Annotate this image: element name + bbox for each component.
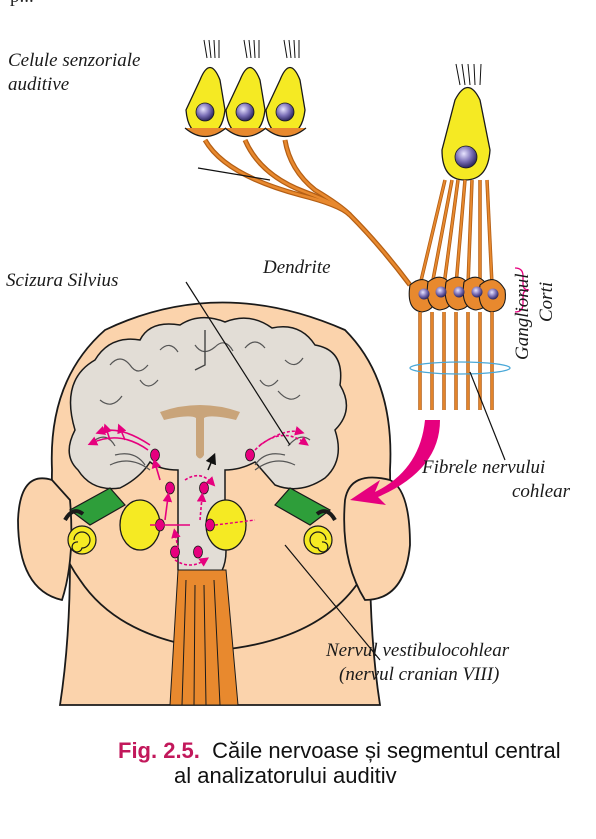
sensory-cells-group xyxy=(185,40,410,285)
label-celule-line2: auditive xyxy=(8,74,69,96)
spinal-cord-fibers xyxy=(170,570,238,705)
caption-line1: Căile nervoase și segmentul central xyxy=(212,738,561,763)
ganglion-cells xyxy=(409,277,505,312)
fibrele-leader xyxy=(470,372,505,460)
hair-cell-1 xyxy=(185,40,226,137)
label-ganglion-line2: Corti xyxy=(536,282,558,322)
left-ear xyxy=(18,478,71,600)
ganglion-fibers xyxy=(420,180,492,285)
label-nervul-line1: Nervul vestibulocohlear xyxy=(326,640,509,662)
clipped-top-text: p... xyxy=(10,0,34,8)
label-scizura: Scizura Silvius xyxy=(6,270,118,292)
inner-hair-cell xyxy=(442,64,490,180)
hair-cell-2 xyxy=(225,40,266,137)
label-ganglion-line1: Ganglionul xyxy=(512,273,534,360)
label-celule-line1: Celule senzoriale xyxy=(8,50,140,72)
label-fibrele-line1: Fibrele nervului xyxy=(422,457,545,479)
label-dendrite: Dendrite xyxy=(263,257,331,279)
hair-cell-3 xyxy=(265,40,306,137)
cochlear-nerve-axons xyxy=(420,312,492,410)
label-fibrele-line2: cohlear xyxy=(512,481,570,503)
caption-line2: al analizatorului auditiv xyxy=(118,763,561,788)
figure-number: Fig. 2.5. xyxy=(118,738,200,763)
fiber-section-ellipse xyxy=(410,362,510,374)
label-nervul-line2: (nervul cranian VIII) xyxy=(339,664,499,686)
figure-caption: Fig. 2.5. Căile nervoase și segmentul ce… xyxy=(118,738,561,788)
